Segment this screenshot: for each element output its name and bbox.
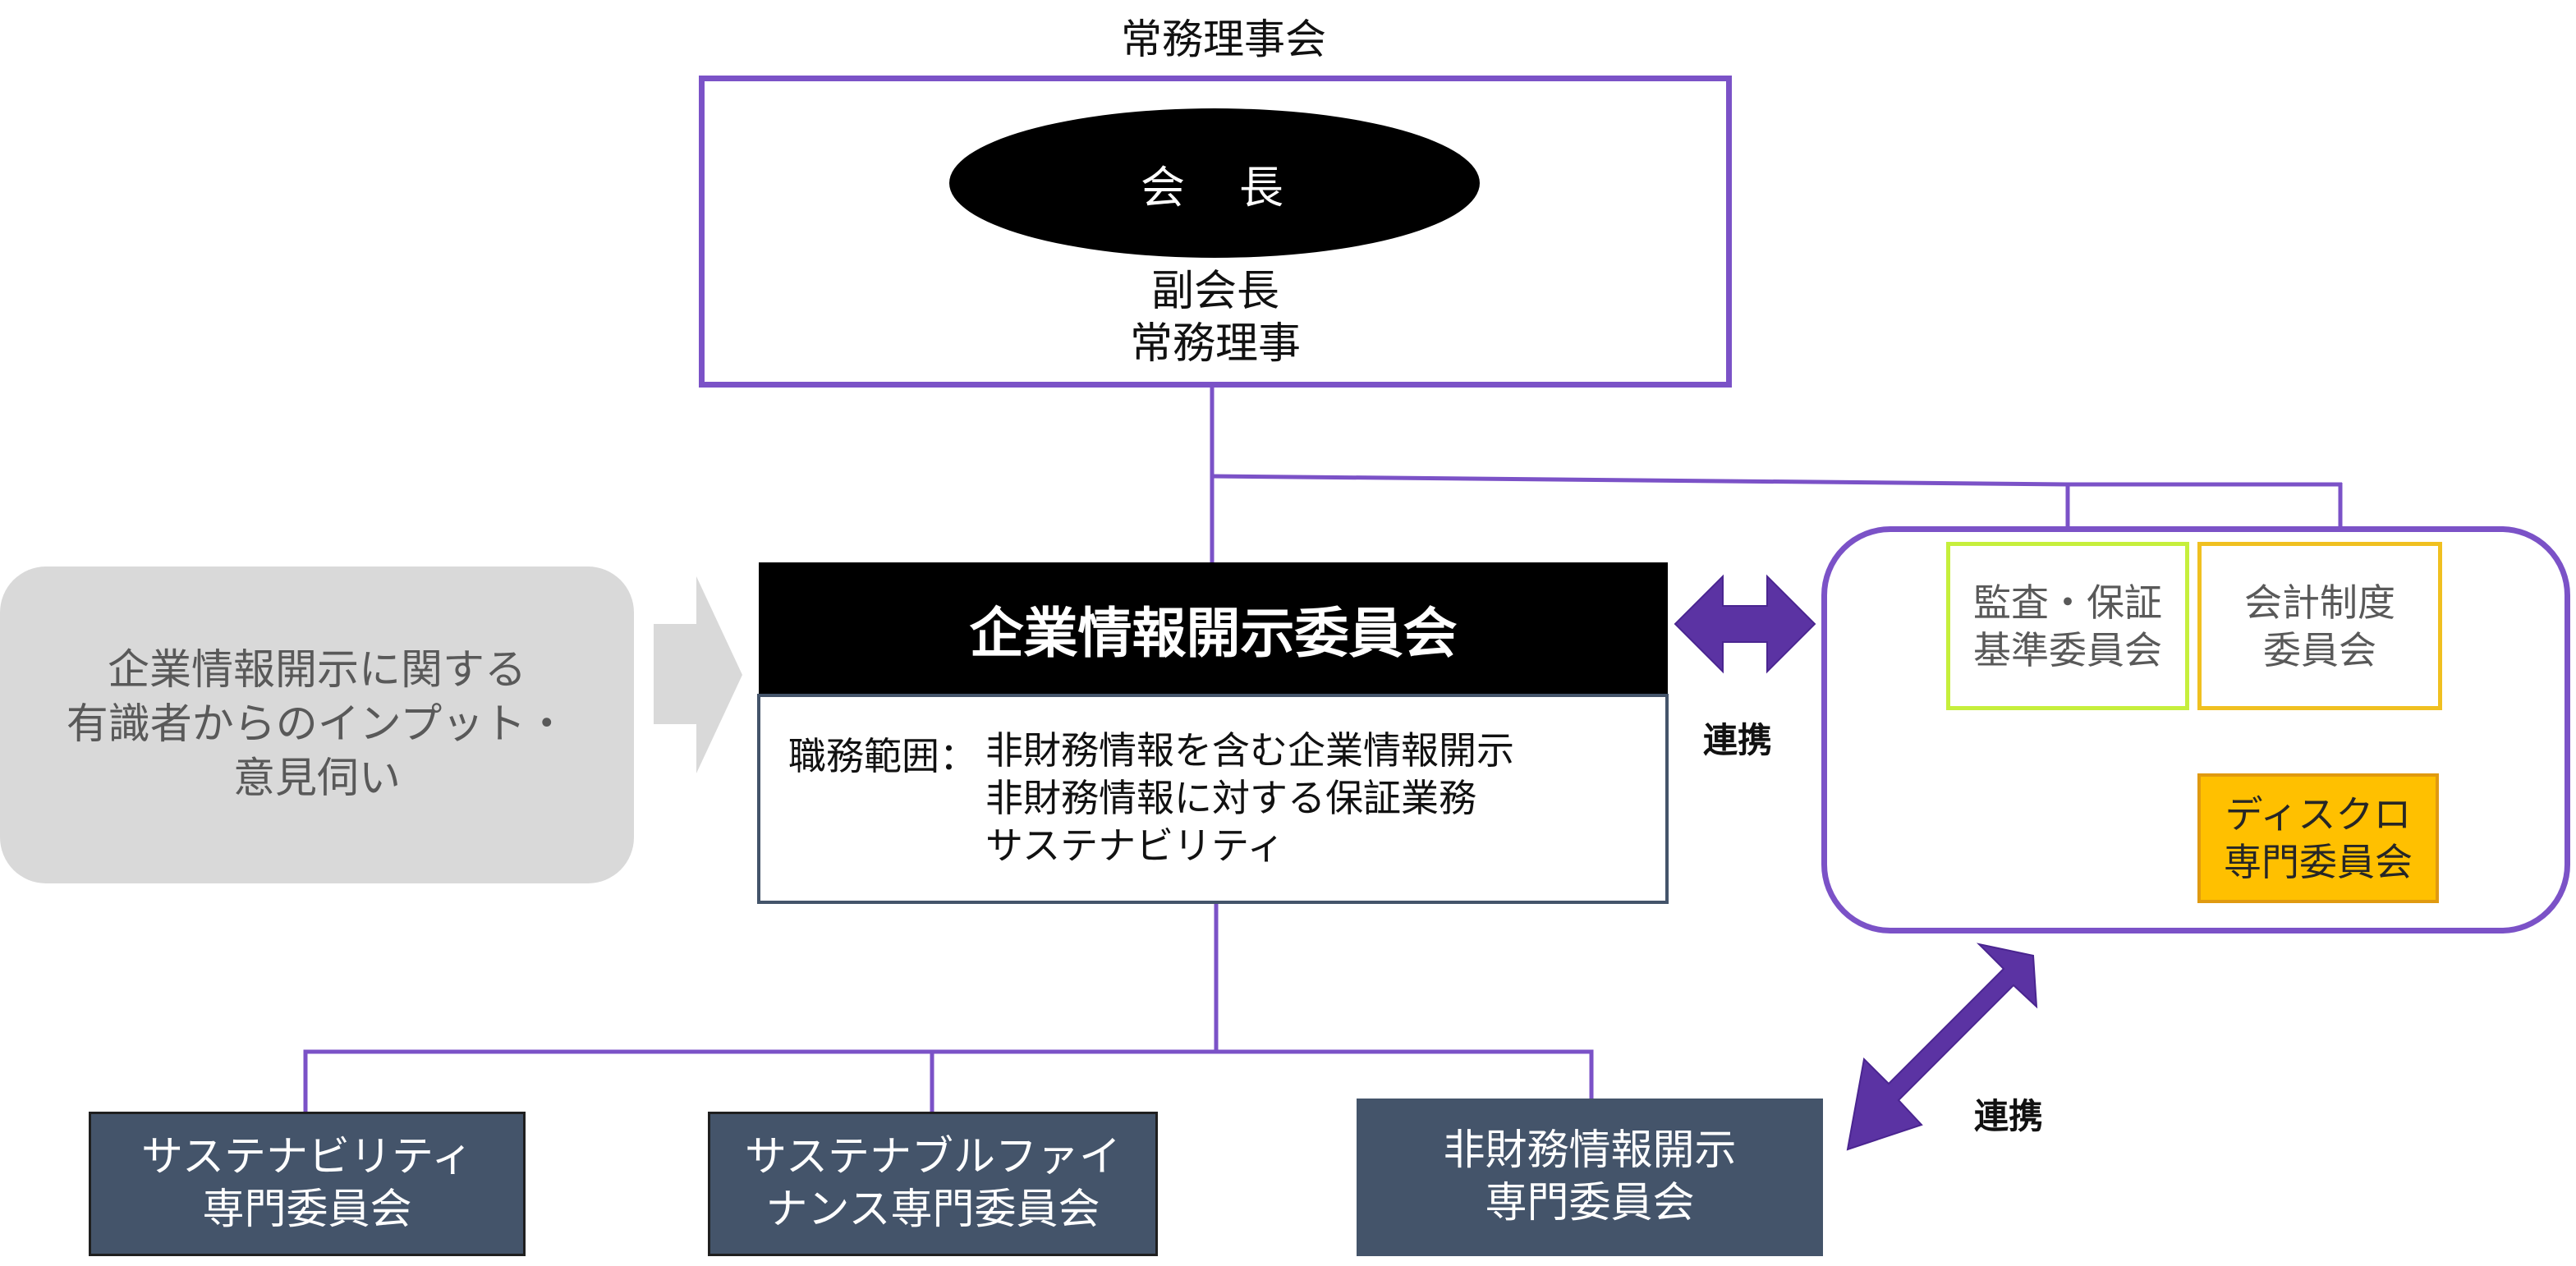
scope-list: 非財務情報を含む企業情報開示 非財務情報に対する保証業務 サステナビリティ: [985, 727, 1514, 869]
scope-item: 非財務情報に対する保証業務: [985, 776, 1476, 820]
input-line: 意見伺い: [232, 755, 401, 803]
disclosure-line: 専門委員会: [2224, 840, 2413, 884]
accounting-line: 委員会: [2263, 627, 2376, 672]
board-to-partners-line: [1211, 474, 2342, 487]
sub-committee-line: サステナビリティ: [141, 1133, 473, 1181]
sub-committee-line: 専門委員会: [202, 1186, 412, 1234]
disclosure-line: ディスクロ: [2225, 792, 2412, 837]
sub-committee-line: ナンス専門委員会: [765, 1186, 1100, 1234]
main-committee-title: 企業情報開示委員会: [759, 562, 1668, 695]
scope-item: サステナビリティ: [985, 823, 1285, 868]
board-member: 副会長: [1150, 267, 1279, 316]
sub-committee-line: 非財務情報開示: [1443, 1126, 1737, 1175]
audit-standards-committee: 監査・保証 基準委員会: [1946, 542, 2189, 710]
scope-item: 非財務情報を含む企業情報開示: [985, 728, 1514, 773]
sub-committee-line: 専門委員会: [1485, 1179, 1695, 1227]
chair-ellipse: 会 長: [949, 108, 1480, 258]
scope-label: 職務範囲：: [788, 734, 977, 778]
audit-line: 監査・保証: [1973, 580, 2162, 625]
input-line: 有識者からのインプット・: [66, 700, 568, 749]
link-diagonal-arrow-icon: [1846, 943, 2038, 1151]
expert-input-panel: 企業情報開示に関する 有識者からのインプット・ 意見伺い: [0, 566, 634, 883]
link-label-upper: 連携: [1703, 720, 1773, 760]
disclosure-committee: ディスクロ 専門委員会: [2197, 773, 2439, 903]
sub-committee-sustainability: サステナビリティ 専門委員会: [89, 1112, 526, 1256]
partner-committees-group: [1821, 526, 2570, 933]
sub-committee-nonfinancial-disclosure: 非財務情報開示 専門委員会: [1357, 1099, 1823, 1256]
board-members: 副会長 常務理事: [1035, 263, 1396, 373]
input-line: 企業情報開示に関する: [107, 646, 526, 695]
sub-committee-bus-line: [303, 1049, 1594, 1113]
accounting-line: 会計制度: [2244, 580, 2395, 625]
link-double-arrow-icon: [1674, 574, 1816, 674]
link-label-lower: 連携: [1974, 1096, 2044, 1136]
sub-committee-sustainable-finance: サステナブルファイ ナンス専門委員会: [708, 1112, 1158, 1256]
board-title: 常務理事会: [1121, 16, 1326, 63]
audit-line: 基準委員会: [1973, 627, 2162, 672]
scope-box: 職務範囲： 非財務情報を含む企業情報開示 非財務情報に対する保証業務 サステナビ…: [757, 694, 1669, 904]
accounting-system-committee: 会計制度 委員会: [2197, 542, 2442, 710]
sub-committee-line: サステナブルファイ: [745, 1133, 1121, 1181]
input-arrow-icon: [654, 576, 742, 773]
board-member: 常務理事: [1129, 319, 1301, 369]
